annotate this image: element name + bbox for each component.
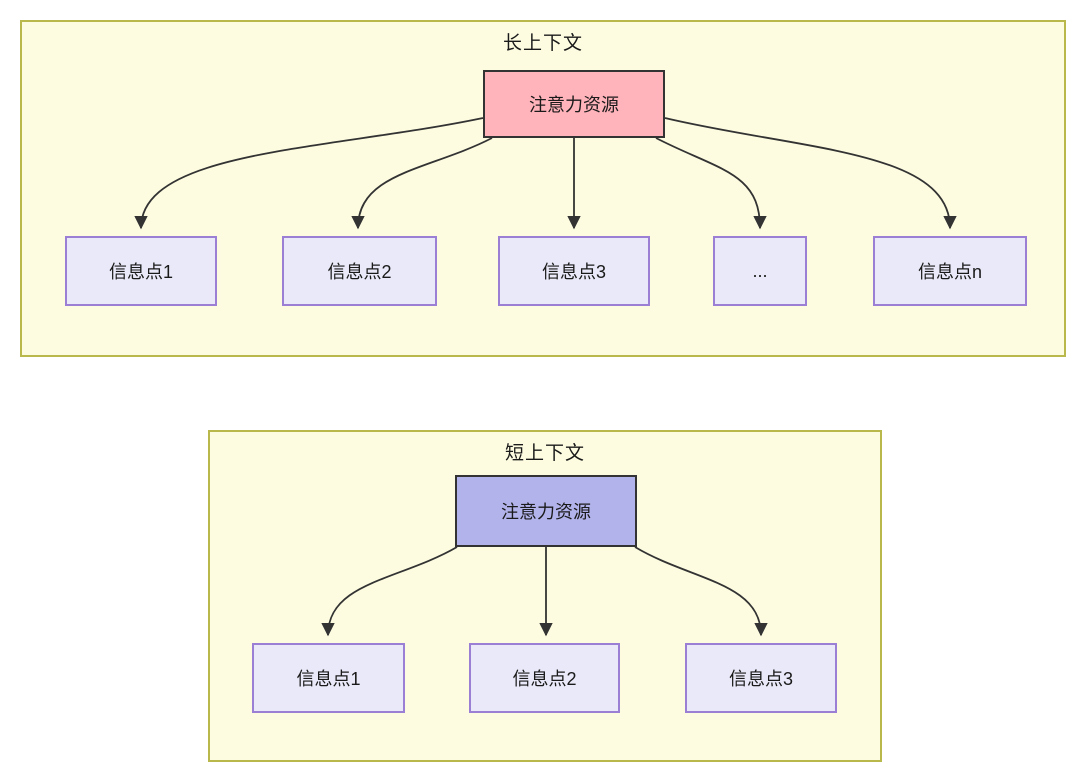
node-label: 注意力资源 xyxy=(501,502,591,522)
node-label: 信息点1 xyxy=(296,669,361,689)
node-label: 信息点2 xyxy=(512,669,577,689)
node-long-info-3: 信息点3 xyxy=(498,236,650,306)
node-label: 信息点n xyxy=(917,262,982,282)
panel-long-title: 长上下文 xyxy=(502,33,583,54)
node-short-attention-resource: 注意力资源 xyxy=(455,475,637,547)
node-long-info-2: 信息点2 xyxy=(282,236,437,306)
node-long-info-ellipsis: ... xyxy=(713,236,807,306)
node-label: ... xyxy=(752,260,768,281)
panel-short-title: 短上下文 xyxy=(504,443,585,464)
node-long-attention-resource: 注意力资源 xyxy=(483,70,665,138)
node-long-info-1: 信息点1 xyxy=(65,236,217,306)
node-short-info-1: 信息点1 xyxy=(252,643,405,713)
node-long-info-n: 信息点n xyxy=(873,236,1027,306)
node-label: 信息点3 xyxy=(541,262,606,282)
node-label: 信息点2 xyxy=(327,262,392,282)
node-short-info-2: 信息点2 xyxy=(469,643,620,713)
node-label: 注意力资源 xyxy=(529,95,619,115)
node-label: 信息点3 xyxy=(728,669,793,689)
node-short-info-3: 信息点3 xyxy=(685,643,837,713)
node-label: 信息点1 xyxy=(108,262,173,282)
